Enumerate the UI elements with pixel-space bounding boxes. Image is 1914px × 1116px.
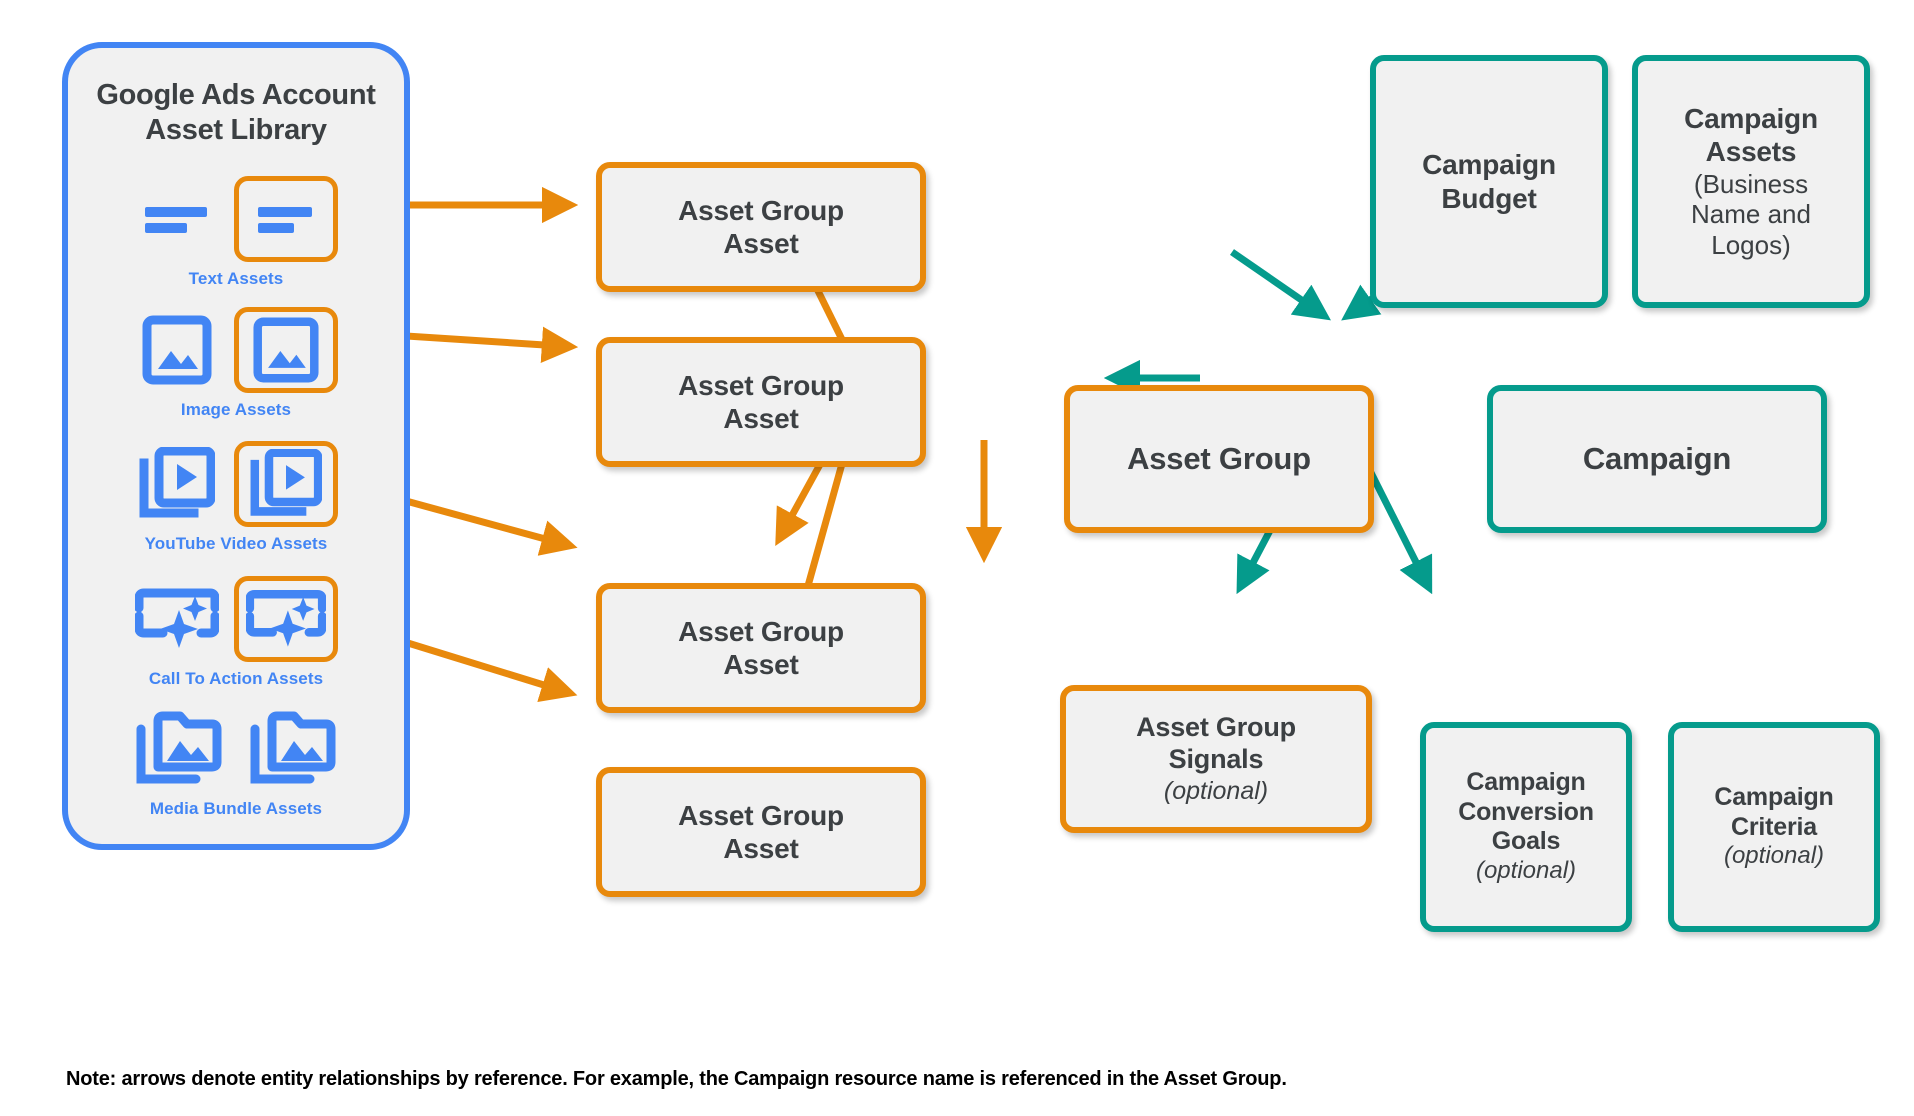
campaign-assets-sub2: Name and xyxy=(1691,199,1811,230)
text-asset-icon-plain xyxy=(134,176,220,262)
aga-1-line1: Asset Group xyxy=(678,194,844,226)
asset-library-title-line1: Google Ads Account xyxy=(96,79,376,111)
campaign-budget-line2: Budget xyxy=(1441,182,1537,214)
asset-icons-cta xyxy=(68,573,404,665)
youtube-video-asset-icon-plain xyxy=(134,441,220,527)
asset-library-panel: Google Ads Account Asset Library xyxy=(62,42,410,850)
aga-3-line1: Asset Group xyxy=(678,615,844,647)
asset-icons-video xyxy=(68,438,404,530)
asset-row-video[interactable]: YouTube Video Assets xyxy=(68,438,404,554)
cc-line1: Campaign xyxy=(1714,783,1834,812)
ccg-line2: Conversion xyxy=(1458,797,1594,826)
call-to-action-asset-icon-selected[interactable] xyxy=(234,576,338,662)
campaign-criteria-node[interactable]: Campaign Criteria (optional) xyxy=(1668,722,1880,932)
media-bundle-asset-icon-plain-1 xyxy=(129,706,229,792)
campaign-assets-sub1: (Business xyxy=(1693,168,1809,199)
aga-2-line2: Asset xyxy=(723,403,799,434)
asset-group-signals-line1: Asset Group xyxy=(1136,712,1296,743)
aga-3-line2: Asset xyxy=(723,649,799,680)
ccg-line3: Goals xyxy=(1491,827,1561,856)
asset-label-image: Image Assets xyxy=(180,400,292,419)
text-asset-icon xyxy=(145,207,207,233)
cc-line2: Criteria xyxy=(1731,812,1817,841)
ccg-optional: (optional) xyxy=(1475,856,1577,884)
campaign-assets-sub3: Logos) xyxy=(1711,229,1791,260)
media-bundle-asset-icon-plain-2 xyxy=(243,706,343,792)
asset-group-signals-line2: Signals xyxy=(1168,744,1264,774)
cc-optional: (optional) xyxy=(1723,842,1825,870)
asset-group-asset-box-3[interactable]: Asset Group Asset xyxy=(596,583,926,713)
youtube-video-asset-icon-selected[interactable] xyxy=(234,441,338,527)
campaign-conversion-goals-node[interactable]: Campaign Conversion Goals (optional) xyxy=(1420,722,1632,932)
campaign-assets-line1: Campaign xyxy=(1684,103,1818,135)
asset-icons-image xyxy=(68,304,404,396)
text-asset-icon-selected[interactable] xyxy=(234,176,338,262)
arrow-budget-to-campaign xyxy=(1230,249,1331,321)
youtube-video-asset-icon xyxy=(139,447,215,518)
campaign-budget-node[interactable]: Campaign Budget xyxy=(1370,55,1608,308)
asset-row-text[interactable]: Text Assets xyxy=(68,173,404,289)
image-asset-icon-plain xyxy=(134,307,220,393)
asset-label-video: YouTube Video Assets xyxy=(144,534,328,553)
asset-library-title: Google Ads Account Asset Library xyxy=(68,78,404,149)
campaign-label: Campaign xyxy=(1582,440,1732,476)
aga-1-line2: Asset xyxy=(723,228,799,259)
asset-label-media-bundle: Media Bundle Assets xyxy=(149,799,323,818)
campaign-node[interactable]: Campaign xyxy=(1487,385,1827,533)
media-bundle-asset-icon xyxy=(136,711,222,784)
asset-group-signals-node[interactable]: Asset Group Signals (optional) xyxy=(1060,685,1372,833)
asset-group-node[interactable]: Asset Group xyxy=(1064,385,1374,533)
asset-group-signals-optional: (optional) xyxy=(1163,776,1269,805)
ccg-line1: Campaign xyxy=(1466,768,1586,797)
media-bundle-asset-icon xyxy=(250,711,336,784)
asset-row-cta[interactable]: Call To Action Assets xyxy=(68,573,404,689)
asset-row-media-bundle[interactable]: Media Bundle Assets xyxy=(68,703,404,819)
asset-group-asset-box-2[interactable]: Asset Group Asset xyxy=(596,337,926,467)
image-asset-icon-selected[interactable] xyxy=(234,307,338,393)
call-to-action-asset-icon xyxy=(246,589,326,647)
asset-label-text: Text Assets xyxy=(188,269,284,288)
asset-group-label: Asset Group xyxy=(1127,440,1311,476)
image-asset-icon xyxy=(142,315,212,385)
aga-4-line1: Asset Group xyxy=(678,799,844,831)
asset-row-image[interactable]: Image Assets xyxy=(68,304,404,420)
campaign-budget-line1: Campaign xyxy=(1422,149,1556,181)
asset-group-asset-box-1[interactable]: Asset Group Asset xyxy=(596,162,926,292)
aga-4-line2: Asset xyxy=(723,833,799,864)
asset-library-title-line2: Asset Library xyxy=(145,114,327,147)
campaign-assets-node[interactable]: Campaign Assets (Business Name and Logos… xyxy=(1632,55,1870,308)
footnote-text: Note: arrows denote entity relationships… xyxy=(66,1068,1287,1090)
text-asset-icon xyxy=(258,207,312,233)
asset-label-cta: Call To Action Assets xyxy=(148,669,324,688)
campaign-assets-line2: Assets xyxy=(1705,136,1797,168)
asset-icons-media-bundle xyxy=(68,703,404,795)
image-asset-icon xyxy=(253,317,319,383)
call-to-action-asset-icon-plain xyxy=(134,576,220,662)
asset-group-asset-box-4[interactable]: Asset Group Asset xyxy=(596,767,926,897)
call-to-action-asset-icon xyxy=(135,588,219,648)
asset-icons-text xyxy=(68,173,404,265)
aga-2-line1: Asset Group xyxy=(678,369,844,401)
youtube-video-asset-icon xyxy=(250,449,322,516)
